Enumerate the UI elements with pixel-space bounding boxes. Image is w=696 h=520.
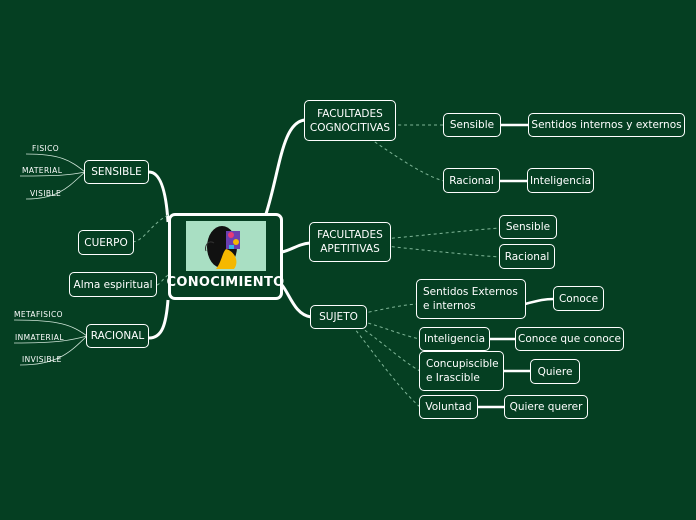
node-fc-racional[interactable]: Racional [443,168,500,193]
node-quiere[interactable]: Quiere [530,359,580,384]
node-cuerpo[interactable]: CUERPO [78,230,134,255]
node-conoce[interactable]: Conoce [553,286,604,311]
link-sujeto-concupiscible [344,316,421,372]
leaf-fisico: FISICO [32,144,60,153]
leaf-inmaterial: INMATERIAL [15,333,64,342]
node-quiere-querer[interactable]: Quiere querer [504,395,588,419]
node-sentidos-internos-externos[interactable]: Sentidos internos y externos [528,113,685,137]
link-center-facultades-apetitivas [281,241,311,254]
link-racional-invisible [19,335,88,366]
link-sujeto-voluntad [344,316,421,408]
node-conoce-que-conoce[interactable]: Conoce que conoce [515,327,624,351]
leaf-metafisico: METAFISICO [14,310,63,319]
link-center-sujeto [280,284,312,319]
node-sentidos-externos-internos[interactable]: Sentidos Externos e internos [416,279,526,319]
link-fa-racional [349,241,501,258]
link-sensible-visible [25,171,86,200]
node-concupiscible-irascible[interactable]: Concupiscible e Irascible [419,351,504,391]
node-sujeto[interactable]: SUJETO [310,305,367,329]
center-title: CONOCIMIENTO [166,275,285,290]
link-sujeto-sentidos [344,303,418,318]
leaf-invisible: INVISIBLE [22,355,62,364]
link-racional-inmaterial [13,335,88,344]
node-fc-sensible[interactable]: Sensible [443,113,501,137]
head-thinking-icon [185,221,266,271]
leaf-material: MATERIAL [22,166,63,175]
node-facultades-apetitivas[interactable]: FACULTADES APETITIVAS [309,222,391,262]
node-fa-sensible[interactable]: Sensible [499,215,557,239]
node-fc-inteligencia[interactable]: Inteligencia [527,168,594,193]
node-racional-left[interactable]: RACIONAL [86,324,149,348]
link-sensible-fisico [25,153,86,173]
node-fa-racional[interactable]: Racional [499,244,555,269]
link-sensible-material [19,171,86,177]
leaf-visible: VISIBLE [30,189,62,198]
link-center-cuerpo [132,214,169,243]
link-center-sensible [148,170,170,223]
link-racional-metafisico [13,319,88,337]
link-center-alma [156,274,169,286]
node-voluntad[interactable]: Voluntad [419,395,478,419]
node-alma-espiritual[interactable]: Alma espiritual [69,272,157,297]
link-center-racional [148,299,170,340]
link-sujeto-inteligencia [344,316,421,340]
node-sensible[interactable]: SENSIBLE [84,160,149,184]
center-node-conocimiento[interactable]: CONOCIMIENTO [166,213,285,300]
link-sentidos-conoce [524,297,555,306]
link-center-facultades-cognoscitivas [264,118,306,215]
node-facultades-cognoscitivas[interactable]: FACULTADES COGNOCITIVAS [304,100,396,141]
link-fa-sensible [349,227,501,243]
node-sujeto-inteligencia[interactable]: Inteligencia [419,327,490,351]
